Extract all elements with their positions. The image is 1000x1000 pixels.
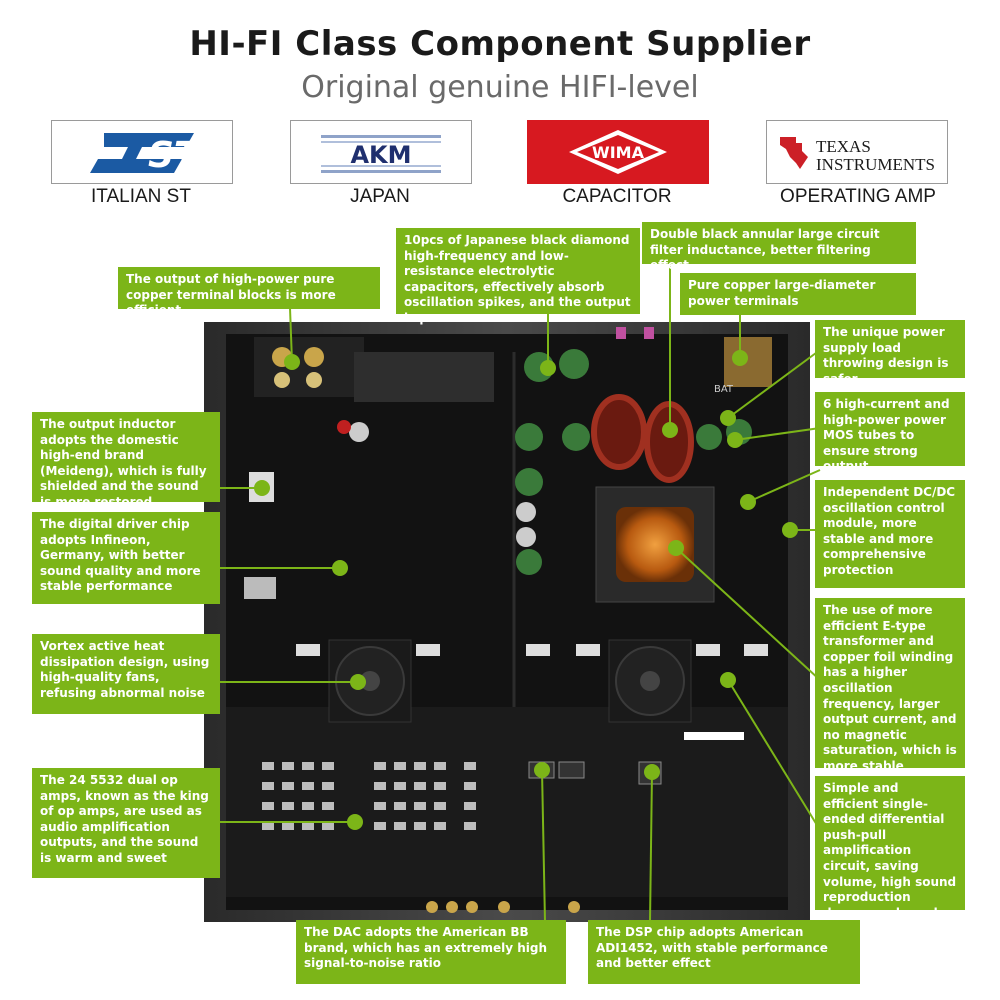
callout-mos-tubes: 6 high-current and high-power power MOS …: [815, 392, 965, 473]
callout-capacitors: 10pcs of Japanese black diamond high-fre…: [396, 228, 640, 325]
callout-dcdc-module: Independent DC/DC oscillation control mo…: [815, 480, 965, 588]
capacitor: [696, 424, 722, 450]
capacitor: [726, 419, 752, 445]
callout-push-pull: Simple and efficient single-ended differ…: [815, 776, 965, 935]
logo-caption-ti: OPERATING AMP: [780, 186, 936, 207]
ti-logo: TEXAS INSTRUMENTS: [766, 120, 948, 184]
amplifier-board: BAT: [204, 322, 810, 922]
callout-driver-chip: The digital driver chip adopts Infineon,…: [32, 512, 220, 604]
callout-filter-inductance: Double black annular large circuit filte…: [642, 222, 916, 272]
callout-vortex-cooling: Vortex active heat dissipation design, u…: [32, 634, 220, 714]
logo-caption-wima: CAPACITOR: [562, 186, 672, 207]
toroid-inductor: [591, 394, 647, 470]
capacitor: [562, 423, 590, 451]
transformer-coil: [616, 507, 694, 582]
svg-text:BAT: BAT: [714, 384, 734, 395]
rear-terminal-block: [254, 337, 364, 397]
akm-logo-icon: AKM: [321, 135, 441, 173]
callout-terminal-blocks: The output of high-power pure copper ter…: [118, 267, 380, 317]
callout-dac: The DAC adopts the American BB brand, wh…: [296, 920, 566, 984]
power-terminal: [724, 337, 772, 387]
page-subtitle: Original genuine HIFI-level: [301, 70, 699, 105]
callout-output-inductor: The output inductor adopts the domestic …: [32, 412, 220, 509]
dac-chip: [528, 761, 555, 779]
capacitor: [559, 349, 589, 379]
dsp-chip: [638, 761, 662, 785]
callout-load-throwing: The unique power supply load throwing de…: [815, 320, 965, 386]
wima-logo-icon: WIMA: [569, 130, 667, 174]
op-amp-array: [262, 762, 476, 830]
speaker-terminal: [306, 372, 322, 388]
callout-power-terminals: Pure copper large-diameter power termina…: [680, 273, 916, 315]
output-inductor: [249, 472, 274, 502]
callout-transformer: The use of more efficient E-type transfo…: [815, 598, 965, 773]
capacitor: [524, 352, 554, 382]
speaker-terminal: [274, 372, 290, 388]
page-title: HI-FI Class Component Supplier: [189, 24, 811, 64]
callout-op-amps: The 24 5532 dual op amps, known as the k…: [32, 768, 220, 878]
svg-text:WIMA: WIMA: [592, 143, 645, 162]
svg-text:AKM: AKM: [350, 141, 411, 169]
capacitor: [515, 468, 543, 496]
callout-dsp: The DSP chip adopts American ADI1452, wi…: [588, 920, 860, 984]
svg-text:TEXAS: TEXAS: [816, 137, 871, 156]
capacitor: [515, 423, 543, 451]
toroid-inductor: [644, 401, 694, 483]
capacitor: [516, 549, 542, 575]
st-logo: ST: [51, 120, 233, 184]
dac-chip: [558, 761, 585, 779]
st-logo-icon: ST: [90, 133, 201, 176]
wima-logo: WIMA: [527, 120, 709, 184]
svg-text:INSTRUMENTS: INSTRUMENTS: [816, 155, 935, 174]
logo-caption-akm: JAPAN: [350, 186, 410, 207]
ti-logo-icon: TEXAS INSTRUMENTS: [780, 137, 935, 174]
svg-text:ST: ST: [148, 135, 201, 176]
speaker-terminal: [272, 347, 292, 367]
speaker-terminal: [304, 347, 324, 367]
akm-logo: AKM: [290, 120, 472, 184]
logo-caption-st: ITALIAN ST: [91, 186, 191, 207]
